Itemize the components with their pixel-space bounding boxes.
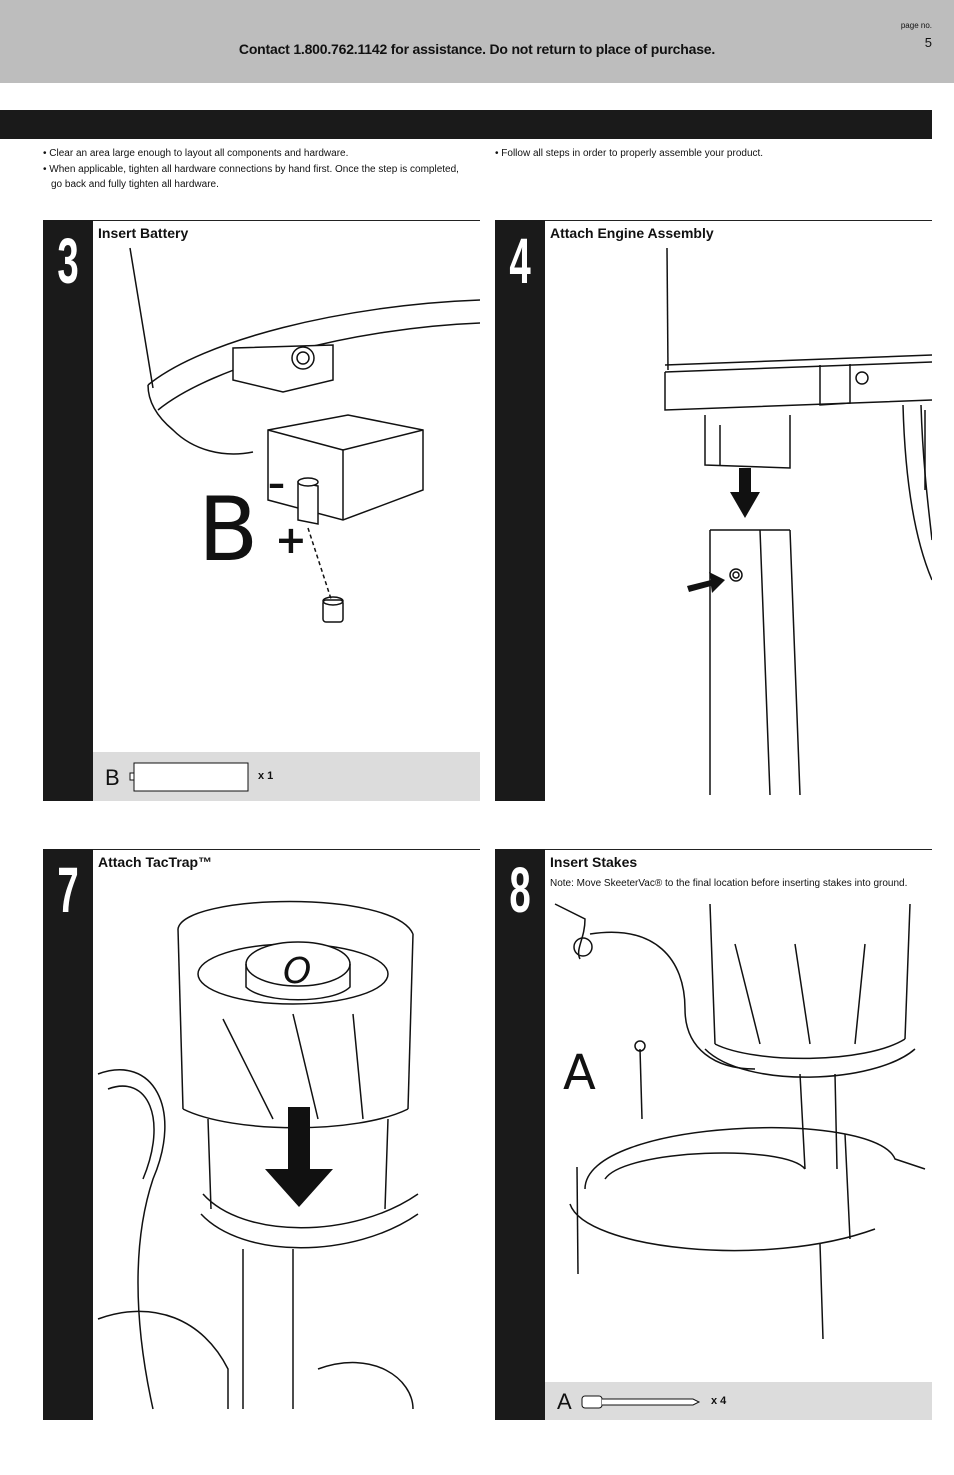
tip-item: • When applicable, tighten all hardware … <box>43 163 459 175</box>
engine-assembly-illustration <box>664 247 932 796</box>
step-sidebar <box>495 849 545 1420</box>
tip-item: • Follow all steps in order to properly … <box>495 148 764 159</box>
header-bar: Contact 1.800.762.1142 for assistance. D… <box>0 0 954 83</box>
step-number: 3 <box>57 225 79 297</box>
hardware-letter: B <box>105 765 120 790</box>
step-sidebar <box>495 220 545 801</box>
step-4-panel: 4 Attach Engine Assembly <box>495 220 932 801</box>
step-7-panel: 7 Attach TacTrap™ O <box>43 849 480 1420</box>
down-arrow-icon <box>730 468 760 518</box>
pointer-arrow-icon <box>687 572 725 593</box>
tip-item: go back and fully tighten all hardware. <box>51 179 219 190</box>
step-number: 8 <box>509 854 531 926</box>
step-sidebar <box>43 849 93 1420</box>
step-title: Attach Engine Assembly <box>550 225 714 241</box>
step-8-panel: 8 Insert Stakes Note: Move SkeeterVac® t… <box>495 849 932 1420</box>
plus-sign: + <box>275 518 307 562</box>
step-title: Attach TacTrap™ <box>98 854 213 870</box>
step-3-panel: 3 Insert Battery B – + B x 1 <box>43 220 480 801</box>
divider <box>495 849 932 850</box>
tactrap-illustration: O <box>97 900 419 1410</box>
hardware-quantity: x 4 <box>711 1395 727 1407</box>
step-note: Note: Move SkeeterVac® to the final loca… <box>550 878 908 889</box>
divider <box>495 220 932 221</box>
divider <box>43 220 480 221</box>
page-label: page no. <box>900 21 932 30</box>
hardware-strip: B x 1 <box>93 752 480 801</box>
section-bar <box>0 110 932 139</box>
tip-item: • Clear an area large enough to layout a… <box>43 148 349 159</box>
hardware-letter: A <box>557 1389 572 1414</box>
stake-icon <box>581 1395 701 1409</box>
tips-right: • Follow all steps in order to properly … <box>495 146 925 162</box>
hardware-quantity: x 1 <box>258 770 274 782</box>
step-sidebar <box>43 220 93 801</box>
part-callout: A <box>563 1045 596 1101</box>
tips-left: • Clear an area large enough to layout a… <box>43 146 483 193</box>
battery-illustration: B – + <box>129 247 480 623</box>
step-title: Insert Battery <box>98 225 189 241</box>
divider <box>43 849 480 850</box>
base-illustration: A <box>554 903 926 1340</box>
part-callout: B <box>198 478 258 581</box>
battery-icon <box>129 762 249 792</box>
lid-mark: O <box>283 951 311 992</box>
contact-text: Contact 1.800.762.1142 for assistance. D… <box>238 41 716 57</box>
step-title: Insert Stakes <box>550 854 638 870</box>
step-number: 7 <box>57 854 79 926</box>
hardware-strip: A x 4 <box>545 1382 932 1420</box>
step-number: 4 <box>509 225 531 297</box>
page-number: 5 <box>924 35 932 50</box>
down-arrow-icon <box>265 1107 333 1207</box>
minus-sign: – <box>268 464 285 504</box>
